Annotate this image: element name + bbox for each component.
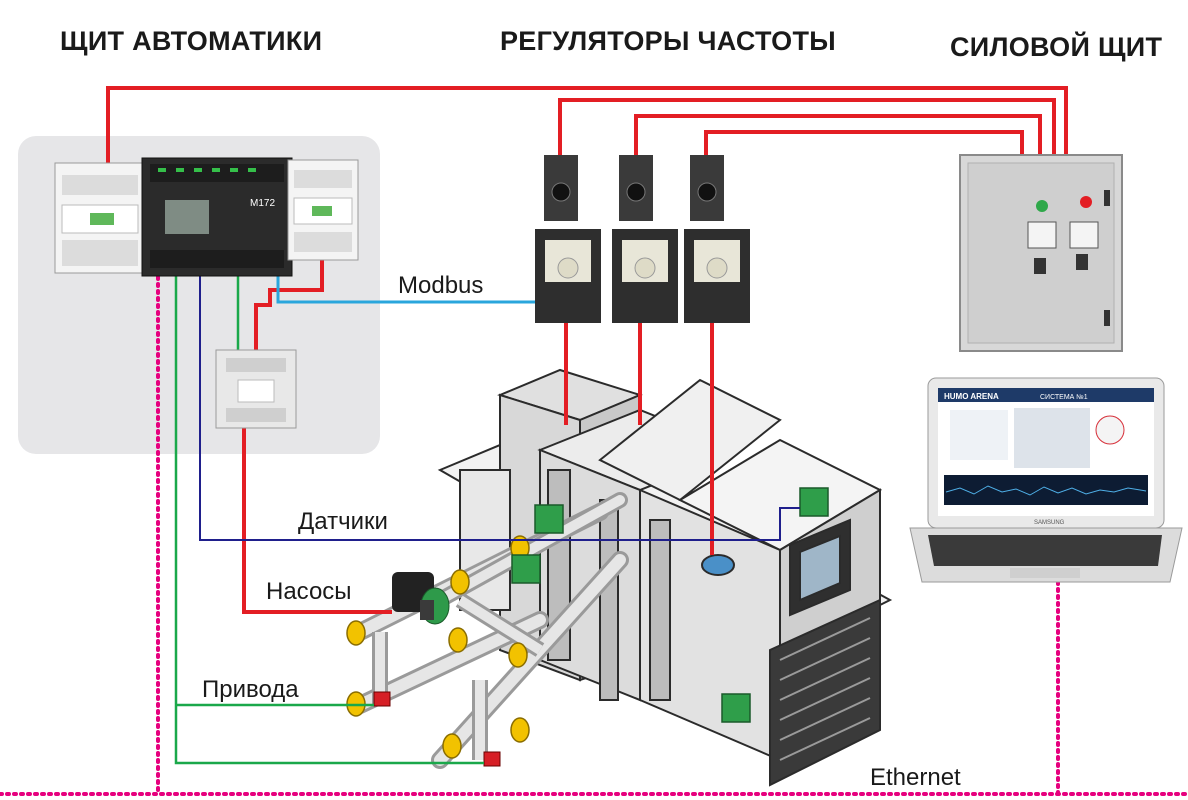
pumps-label: Насосы bbox=[266, 578, 352, 605]
power-cabinet-icon bbox=[959, 154, 1123, 352]
plc-controller-icon bbox=[141, 157, 293, 277]
circuit-breaker-icon bbox=[54, 162, 146, 274]
motor-breaker-icon bbox=[287, 159, 359, 261]
sensor-line bbox=[199, 270, 800, 541]
sensor-box-icon bbox=[511, 487, 829, 723]
automation-panel-heading: ЩИТ АВТОМАТИКИ bbox=[60, 26, 323, 56]
sensors-label: Датчики bbox=[298, 508, 388, 535]
laptop-brand: SAMSUNG bbox=[1034, 520, 1065, 526]
laptop-icon bbox=[909, 377, 1183, 583]
ethernet-lines bbox=[0, 268, 1188, 796]
power-panel-heading: СИЛОВОЙ ЩИТ bbox=[950, 32, 1163, 62]
modbus-label: Modbus bbox=[398, 272, 484, 299]
laptop-subtitle: СИСТЕМА №1 bbox=[1040, 394, 1088, 401]
actuators-label: Привода bbox=[202, 676, 299, 703]
air-handling-unit-icon bbox=[437, 368, 893, 787]
ethernet-label: Ethernet bbox=[870, 764, 961, 791]
valve-actuator-icon bbox=[373, 691, 501, 767]
controller-model-label: M172 bbox=[250, 198, 275, 209]
frequency-regulators-heading: РЕГУЛЯТОРЫ ЧАСТОТЫ bbox=[500, 26, 836, 56]
frequency-drive-icon bbox=[535, 155, 750, 323]
pump-icon bbox=[392, 572, 450, 625]
laptop-title: HUMO ARENA bbox=[944, 392, 999, 401]
contactor-icon bbox=[215, 349, 297, 429]
power-lines bbox=[106, 86, 1068, 614]
valve-couplings bbox=[346, 535, 530, 759]
actuator-lines bbox=[174, 270, 484, 765]
